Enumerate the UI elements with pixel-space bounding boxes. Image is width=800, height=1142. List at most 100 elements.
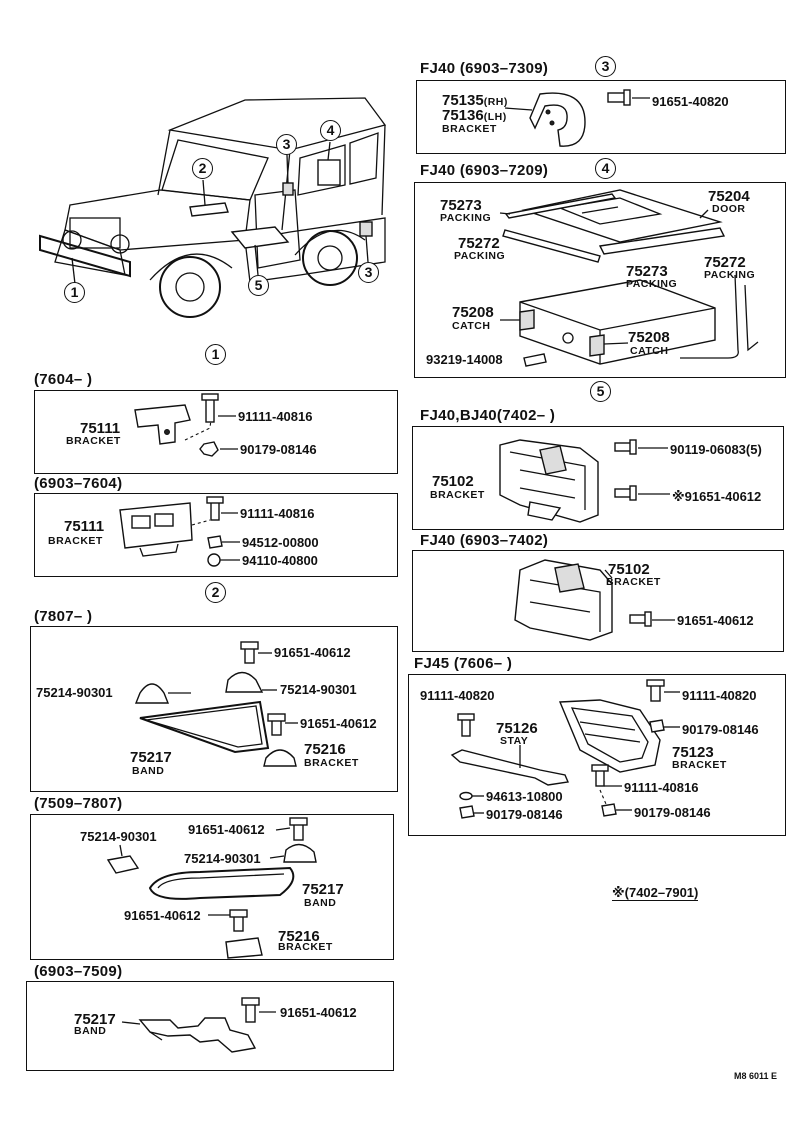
sec4-packing3-name: PACKING bbox=[626, 278, 678, 290]
sec5-c-bolt-right: 91111-40820 bbox=[682, 688, 757, 703]
sec1-b-p2: 94512-00800 bbox=[242, 535, 319, 550]
sec5-c-bracket: 75123 bbox=[672, 744, 714, 761]
sec4-packing1-name: PACKING bbox=[440, 212, 492, 224]
sec2-b-bracket-name: BRACKET bbox=[278, 941, 333, 953]
sec4-packing1: 75273 bbox=[440, 197, 482, 214]
sec5-c-bracket-name: BRACKET bbox=[672, 759, 727, 771]
sec3-bolt: 91651-40820 bbox=[652, 94, 729, 109]
band-75217-drawing-b bbox=[106, 817, 317, 959]
sec2-a-bolt1: 91651-40612 bbox=[274, 645, 351, 660]
sec4-door-name: DOOR bbox=[712, 203, 746, 215]
sec3-lh-number: 75136 bbox=[442, 107, 484, 124]
callout-3-top: 3 bbox=[276, 134, 297, 155]
sec5-b-box bbox=[412, 550, 784, 652]
sec2-c-range: (6903–7509) bbox=[34, 963, 123, 980]
sec3-box bbox=[416, 80, 786, 154]
callout-4: 5 bbox=[248, 275, 269, 296]
callout-3-side: 3 bbox=[358, 262, 379, 283]
sec4-packing4-name: PACKING bbox=[704, 269, 756, 281]
band-75217-drawing-c bbox=[121, 997, 276, 1053]
sec3-rh-number: 75135 bbox=[442, 92, 484, 109]
sec5-c-bolt: 91111-40816 bbox=[624, 780, 699, 795]
sec1-b-box bbox=[34, 493, 398, 577]
sec5-a-header: FJ40,BJ40(7402– ) bbox=[420, 407, 556, 424]
sec2-b-bracket: 75216 bbox=[278, 928, 320, 945]
sec2-b-clamp-right: 75214-90301 bbox=[184, 851, 261, 866]
sec3-header: FJ40 (6903–7309) bbox=[420, 60, 549, 77]
sec4-packing3: 75273 bbox=[626, 263, 668, 280]
sec5-c-nut2: 90179-08146 bbox=[486, 807, 563, 822]
sec1-a-part-name: BRACKET bbox=[66, 435, 121, 447]
sec5-b-p1: 91651-40612 bbox=[677, 613, 754, 628]
sec2-b-range: (7509–7807) bbox=[34, 795, 123, 812]
drawing-code: M8 6011 E bbox=[734, 1071, 778, 1081]
sec5-c-bolt-left: 91111-40820 bbox=[420, 688, 495, 703]
sec2-c-band-name: BAND bbox=[74, 1025, 107, 1037]
sec4-catch1: 75208 bbox=[452, 304, 494, 321]
sec1-a-p2: 90179-08146 bbox=[240, 442, 317, 457]
sec2-b-band-name: BAND bbox=[304, 897, 337, 909]
sec5-c-washer: 94613-10800 bbox=[486, 789, 563, 804]
sec3-rh-tag: (RH) bbox=[483, 96, 508, 108]
sec2-a-range: (7807– ) bbox=[34, 608, 93, 625]
sec5-a-box bbox=[412, 426, 784, 530]
bracket-75102-drawing-a bbox=[499, 439, 670, 523]
sec5-a-p1: 90119-06083(5) bbox=[670, 442, 762, 457]
sec5-a-p2: ※91651-40612 bbox=[672, 489, 762, 504]
callout-5: 4 bbox=[320, 120, 341, 141]
sec2-b-band: 75217 bbox=[302, 881, 344, 898]
sec5-c-nut1: 90179-08146 bbox=[682, 722, 759, 737]
sec1-b-p1: 91111-40816 bbox=[240, 506, 315, 521]
sec1-a-p1: 91111-40816 bbox=[238, 409, 313, 424]
sec5-a-part-name: BRACKET bbox=[430, 489, 485, 501]
sec1-a-part: 75111 bbox=[80, 420, 121, 437]
section-4-marker: 4 bbox=[595, 158, 616, 179]
sec2-a-band-name: BAND bbox=[132, 765, 165, 777]
sec1-a-range: (7604– ) bbox=[34, 371, 93, 388]
sec3-lh-tag: (LH) bbox=[483, 111, 507, 123]
sec1-b-p3: 94110-40800 bbox=[242, 553, 318, 568]
section-3-marker: 3 bbox=[595, 56, 616, 77]
bracket-75111-drawing-a bbox=[134, 393, 238, 457]
sec1-b-part-name: BRACKET bbox=[48, 535, 103, 547]
date-note: ※(7402–7901) bbox=[612, 885, 699, 901]
callout-1: 1 bbox=[64, 282, 85, 303]
sec2-a-bracket-name: BRACKET bbox=[304, 757, 359, 769]
sec2-c-bolt: 91651-40612 bbox=[280, 1005, 357, 1020]
sec2-a-band: 75217 bbox=[130, 749, 172, 766]
sec1-b-part: 75111 bbox=[64, 518, 105, 535]
sec2-a-clamp-left: 75214-90301 bbox=[36, 685, 113, 700]
bracket-75111-drawing-b bbox=[119, 496, 240, 567]
sec4-catch2-name: CATCH bbox=[630, 345, 669, 357]
sec4-box bbox=[414, 182, 786, 378]
sec4-packing4: 75272 bbox=[704, 254, 746, 271]
section-2-marker: 2 bbox=[205, 582, 226, 603]
sec5-c-stay-name: STAY bbox=[500, 735, 529, 747]
sec1-a-box bbox=[34, 390, 398, 474]
sec2-c-band: 75217 bbox=[74, 1011, 116, 1028]
section-1-marker: 1 bbox=[205, 344, 226, 365]
callout-2: 2 bbox=[192, 158, 213, 179]
sec2-b-box bbox=[30, 814, 394, 960]
sec5-a-part: 75102 bbox=[432, 473, 474, 490]
sec2-b-bolt1: 91651-40612 bbox=[188, 822, 265, 837]
floor-door-drawing bbox=[499, 189, 759, 367]
jeep-illustration bbox=[39, 97, 387, 318]
sec2-c-box bbox=[26, 981, 394, 1071]
sec3-rh-part: 75135(RH) bbox=[442, 93, 508, 108]
sec3-part-name: BRACKET bbox=[442, 123, 497, 135]
sec4-header: FJ40 (6903–7209) bbox=[420, 162, 549, 179]
sec5-c-nut3: 90179-08146 bbox=[634, 805, 711, 820]
sec5-b-part: 75102 bbox=[608, 561, 650, 578]
sec5-c-header: FJ45 (7606– ) bbox=[414, 655, 513, 672]
sec3-lh-part: 75136(LH) bbox=[442, 108, 507, 123]
sec4-packing2: 75272 bbox=[458, 235, 500, 252]
sec5-b-header: FJ40 (6903–7402) bbox=[420, 532, 549, 549]
sec2-a-bracket: 75216 bbox=[304, 741, 346, 758]
sec4-catch2: 75208 bbox=[628, 329, 670, 346]
bracket-75123-drawing bbox=[450, 679, 680, 819]
sec4-screw: 93219-14008 bbox=[426, 352, 503, 367]
band-75217-drawing-a bbox=[134, 641, 298, 767]
sec2-b-clamp-left: 75214-90301 bbox=[80, 829, 157, 844]
